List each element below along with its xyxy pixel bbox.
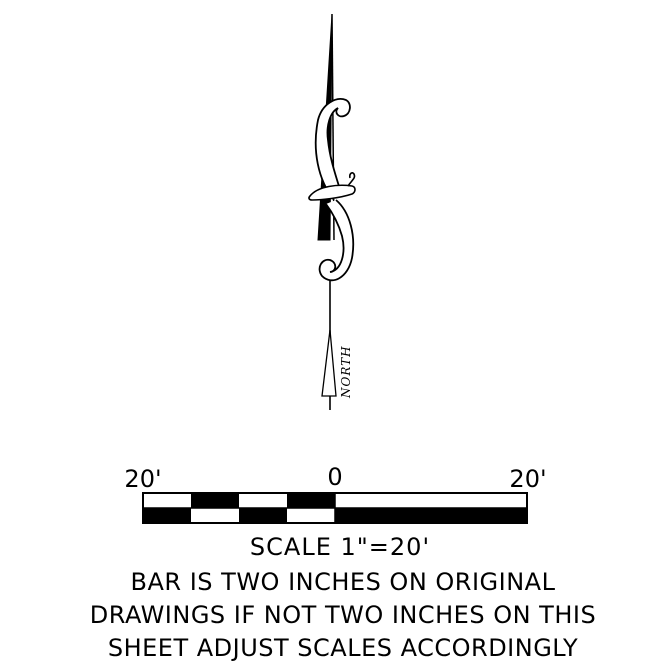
note-line-3: SHEET ADJUST SCALES ACCORDINGLY [108, 634, 578, 662]
scale-block-bottom-3 [239, 508, 287, 523]
note-line-1: BAR IS TWO INCHES ON ORIGINAL [131, 568, 556, 596]
north-arrow-band-tip [347, 172, 356, 187]
scale-text: SCALE 1"=20' [250, 533, 430, 561]
scale-left-label: 20' [124, 465, 161, 493]
north-label: NORTH [339, 345, 353, 399]
north-arrow-upper-scroll [314, 98, 351, 201]
north-arrow-band [308, 184, 356, 201]
scale-block-top-2 [191, 493, 239, 508]
scale-block-bottom-right [335, 508, 527, 523]
scale-center-label: 0 [327, 463, 342, 491]
scale-note: BAR IS TWO INCHES ON ORIGINAL DRAWINGS I… [90, 568, 596, 662]
scale-right-label: 20' [509, 465, 546, 493]
north-arrow: NORTH [308, 13, 356, 410]
north-arrow-tail-fin [321, 329, 337, 397]
scale-block-top-4 [287, 493, 335, 508]
note-line-2: DRAWINGS IF NOT TWO INCHES ON THIS [90, 601, 596, 629]
scale-block-bottom-1 [143, 508, 191, 523]
scale-bar: 20' 0 20' SCALE 1"=20' [124, 463, 546, 561]
north-arrow-lower-scroll [318, 199, 355, 282]
